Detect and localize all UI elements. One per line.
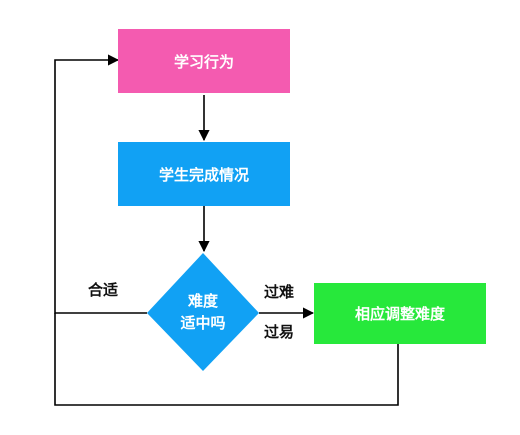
node-learning-behavior: 学习行为 — [118, 29, 290, 93]
loop-adjust-return — [54, 313, 399, 406]
decision-line-2: 适中吗 — [180, 314, 226, 332]
edge-label-too-hard: 过难 — [264, 283, 295, 301]
loop-suitable-to-learning — [54, 54, 147, 314]
decision-diamond — [147, 253, 259, 371]
node-adjust-difficulty: 相应调整难度 — [314, 283, 486, 344]
node-student-status-label: 学生完成情况 — [158, 165, 249, 184]
decision-line-1: 难度 — [187, 292, 218, 310]
node-decision-label: 难度 适中吗 — [163, 290, 243, 334]
edge-label-too-easy: 过易 — [264, 323, 295, 341]
node-learning-behavior-label: 学习行为 — [173, 52, 234, 71]
node-adjust-difficulty-label: 相应调整难度 — [354, 305, 445, 323]
node-student-status: 学生完成情况 — [118, 142, 290, 206]
edge-label-suitable: 合适 — [88, 281, 119, 299]
